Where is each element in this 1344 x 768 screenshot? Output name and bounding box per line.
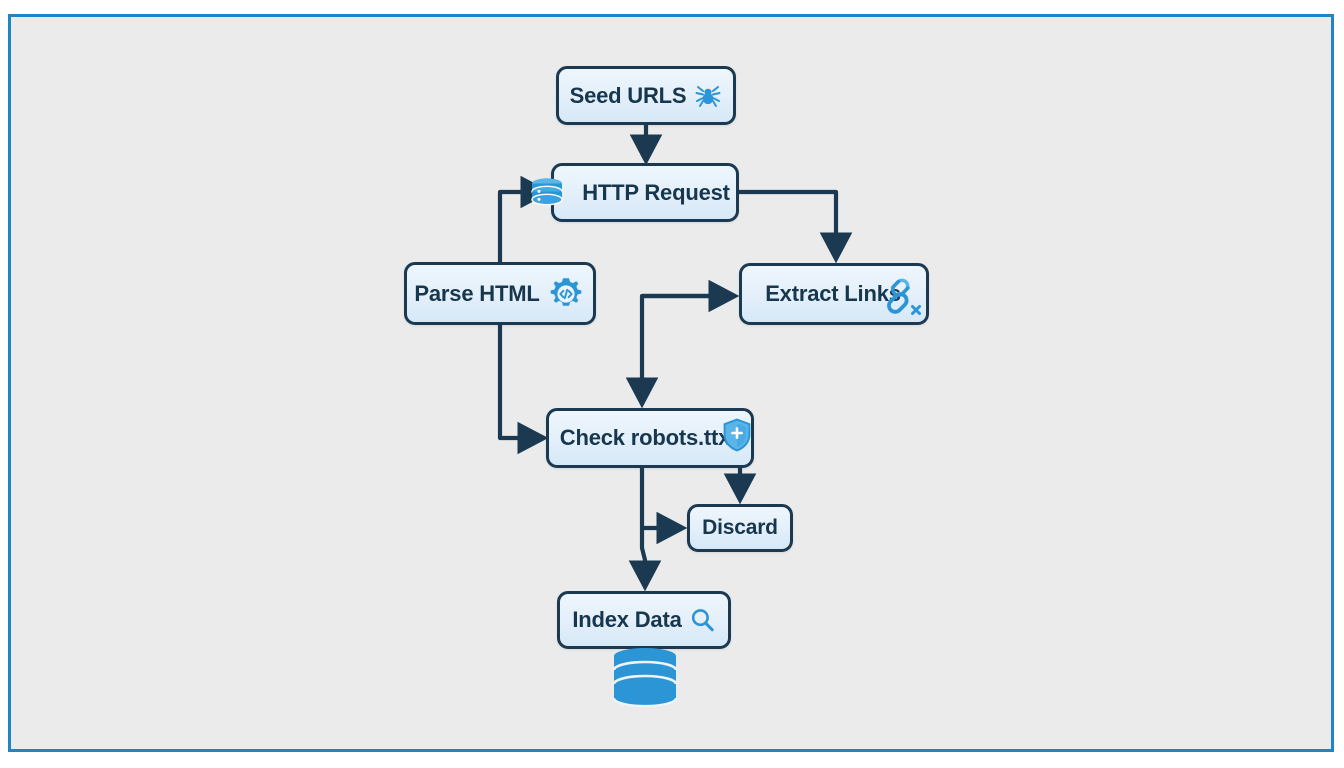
node-seed-urls[interactable]: Seed URLS <box>556 66 736 125</box>
edge-parse-to-robots <box>497 325 549 455</box>
node-discard[interactable]: Discard <box>687 504 793 552</box>
node-discard-label: Discard <box>702 516 778 539</box>
spider-icon <box>694 82 722 110</box>
edge-extract-to-robots <box>625 293 731 409</box>
node-parse-html-label: Parse HTML <box>414 280 540 306</box>
node-seed-urls-label: Seed URLS <box>569 82 687 108</box>
edge-http-to-extract <box>739 189 853 264</box>
node-check-robots-label: Check robots.ttx <box>559 425 731 450</box>
node-index-data-label: Index Data <box>572 607 682 632</box>
node-http-request-label: HTTP Request <box>582 179 730 205</box>
database-stack-icon <box>612 645 678 711</box>
node-index-data[interactable]: Index Data <box>557 591 731 649</box>
edge-parse-to-http <box>497 175 552 262</box>
shield-plus-icon <box>722 418 752 452</box>
node-parse-html[interactable]: Parse HTML <box>404 262 596 325</box>
edge-robots-to-index <box>628 528 662 592</box>
database-icon <box>526 172 568 214</box>
magnifier-icon <box>688 606 716 634</box>
broken-link-icon <box>878 270 926 318</box>
node-check-robots[interactable]: Check robots.ttx <box>546 408 754 468</box>
gear-code-icon <box>546 274 586 314</box>
node-extract-links-label: Extract Links <box>765 281 901 306</box>
node-http-request[interactable]: HTTP Request <box>551 163 739 222</box>
